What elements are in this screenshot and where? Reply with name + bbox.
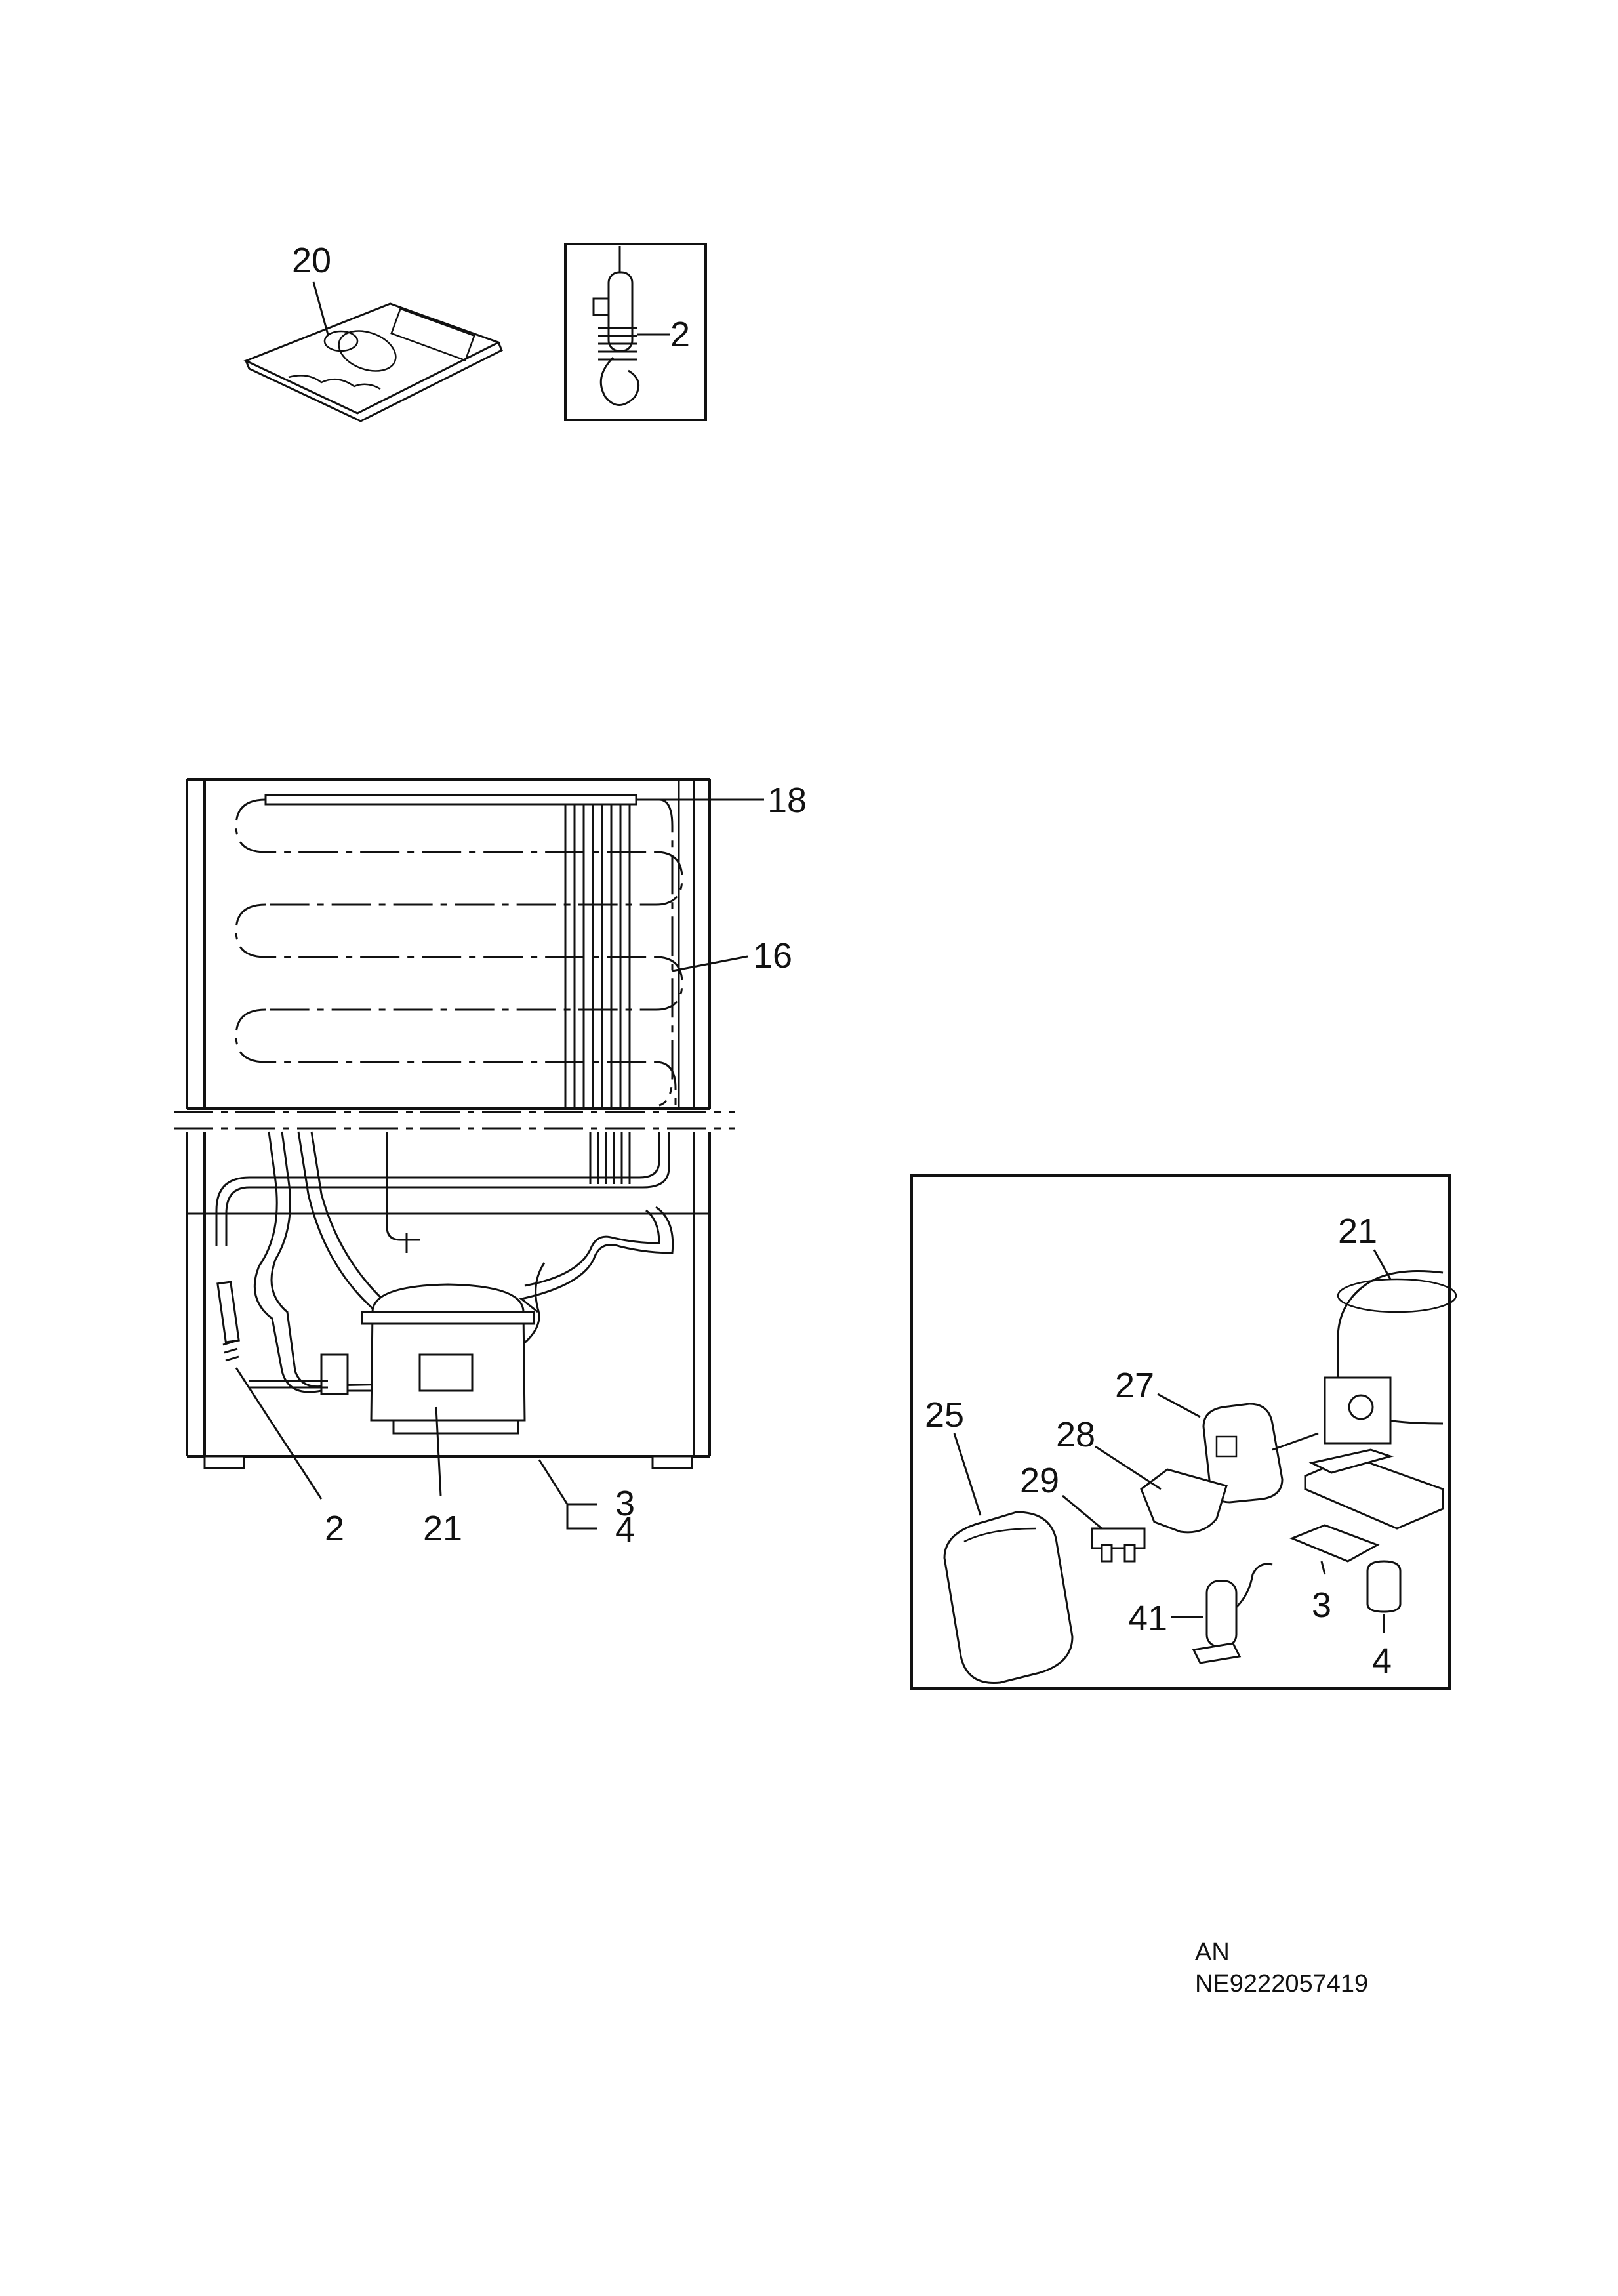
label-sensor-2-bottom: 2 bbox=[325, 1509, 344, 1548]
label-compressor-21-bottom: 21 bbox=[423, 1509, 462, 1548]
label-relay-27: 27 bbox=[1115, 1366, 1154, 1405]
label-condenser-18: 18 bbox=[767, 781, 807, 820]
label-connector-29: 29 bbox=[1020, 1461, 1059, 1500]
label-tube-16: 16 bbox=[753, 936, 792, 975]
label-clip-28: 28 bbox=[1056, 1415, 1095, 1454]
sensor-detail-box bbox=[564, 243, 707, 421]
label-part-3-bottom: 3 bbox=[615, 1484, 635, 1523]
label-bracket-3-detail: 3 bbox=[1312, 1586, 1331, 1625]
label-manual-20: 20 bbox=[292, 241, 331, 280]
label-sensor-2-top: 2 bbox=[670, 315, 690, 354]
code-line-2: NE9222057419 bbox=[1195, 1970, 1368, 1998]
appliance-rear-view bbox=[174, 778, 764, 1530]
code-line-1: AN bbox=[1195, 1938, 1230, 1966]
label-part-4-bottom: 4 bbox=[615, 1510, 635, 1549]
compressor-parts-detail bbox=[910, 1174, 1457, 1690]
label-capacitor-41: 41 bbox=[1128, 1599, 1167, 1638]
label-compressor-21-detail: 21 bbox=[1338, 1212, 1377, 1251]
label-cover-25: 25 bbox=[925, 1395, 964, 1435]
label-grommet-4-detail: 4 bbox=[1372, 1641, 1392, 1681]
instruction-manual bbox=[243, 281, 503, 422]
